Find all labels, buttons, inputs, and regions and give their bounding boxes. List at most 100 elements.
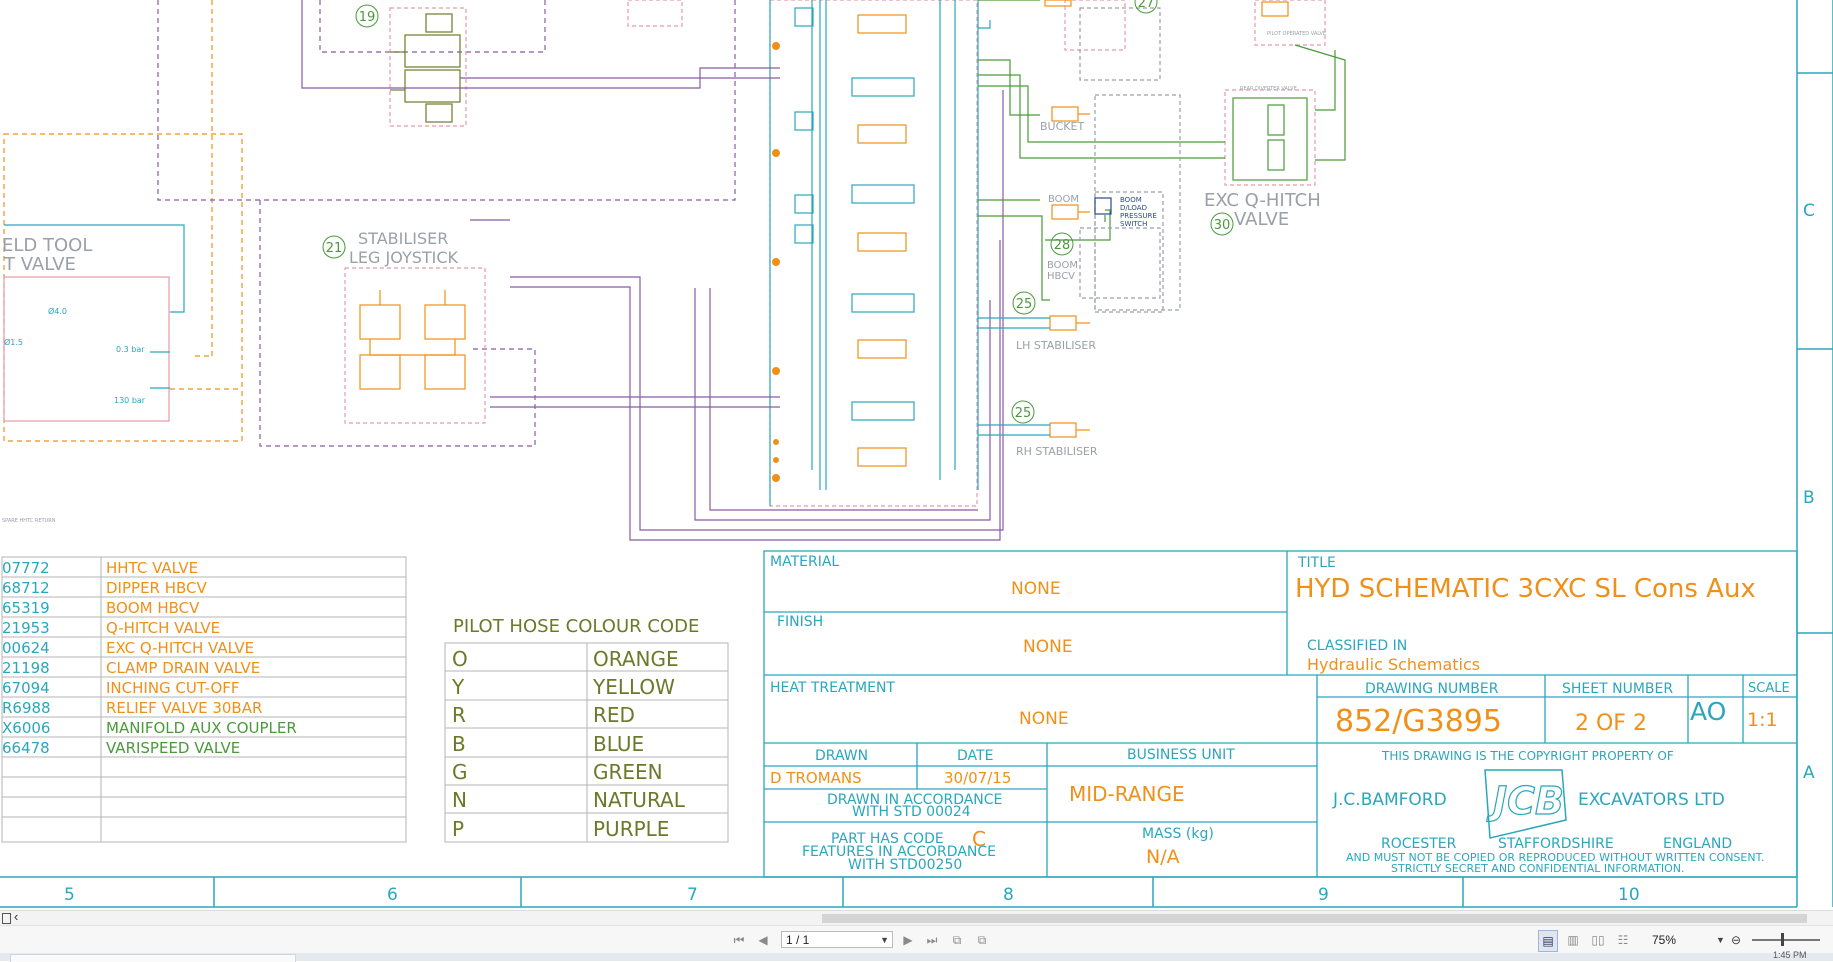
page-number-input[interactable]: 1 / 1 ▼ bbox=[781, 931, 893, 948]
boom-switch-label-1: BOOM bbox=[1120, 196, 1142, 204]
business-unit-label: BUSINESS UNIT bbox=[1127, 747, 1235, 763]
continuous-facing-icon[interactable]: ☷ bbox=[1617, 933, 1629, 947]
classified-value: Hydraulic Schematics bbox=[1307, 655, 1480, 674]
hose-colour: NATURAL bbox=[593, 788, 686, 812]
border-row-b: B bbox=[1803, 488, 1815, 508]
notice-line-1: AND MUST NOT BE COPIED OR REPRODUCED WIT… bbox=[1346, 851, 1765, 864]
part-name: BOOM HBCV bbox=[106, 599, 200, 617]
border-col-10: 10 bbox=[1618, 885, 1640, 905]
field-tool-label-2: T VALVE bbox=[3, 254, 76, 275]
date-label: DATE bbox=[957, 748, 993, 764]
horizontal-scrollbar[interactable]: ‹ bbox=[0, 909, 1833, 926]
svg-text:JCB: JCB bbox=[1486, 779, 1564, 823]
hose-code: O bbox=[452, 647, 468, 671]
first-page-icon[interactable]: ⏮ bbox=[733, 933, 745, 947]
hose-colour: YELLOW bbox=[592, 675, 675, 699]
rear-diverter-label: REAR DIVERTER VALVE bbox=[1240, 86, 1297, 92]
pilot-operated-label: PILOT OPERATED VALVE bbox=[1267, 31, 1326, 37]
scroll-left-arrow-icon[interactable]: ‹ bbox=[14, 909, 19, 924]
part-code-line-2: FEATURES IN ACCORDANCE bbox=[802, 844, 996, 860]
lh-stabiliser-label: LH STABILISER bbox=[1016, 339, 1096, 352]
hose-code: N bbox=[452, 788, 467, 812]
next-page-icon[interactable]: ▶ bbox=[903, 933, 913, 947]
prev-page-icon[interactable]: ◀ bbox=[758, 933, 768, 947]
part-number: 21953 bbox=[2, 619, 50, 637]
border-col-9: 9 bbox=[1318, 885, 1329, 905]
scale-label: SCALE bbox=[1748, 681, 1790, 696]
border-row-c: C bbox=[1803, 201, 1815, 221]
hose-colour: RED bbox=[593, 703, 635, 727]
exc-qhitch-label-2: VALVE bbox=[1234, 209, 1289, 230]
bucket-label: BUCKET bbox=[1040, 120, 1084, 133]
scale-value: 1:1 bbox=[1747, 709, 1778, 731]
part-number: 00624 bbox=[2, 639, 50, 657]
single-page-icon[interactable]: ▤ bbox=[1538, 930, 1558, 952]
mass-label: MASS (kg) bbox=[1142, 826, 1214, 842]
border-col-8: 8 bbox=[1003, 885, 1014, 905]
part-name: DIPPER HBCV bbox=[106, 579, 208, 597]
stab-joystick-label-2: LEG JOYSTICK bbox=[349, 248, 459, 267]
part-number: 65319 bbox=[2, 599, 50, 617]
border-col-5: 5 bbox=[64, 885, 75, 905]
part-name: CLAMP DRAIN VALVE bbox=[106, 659, 260, 677]
hose-colour: ORANGE bbox=[593, 647, 679, 671]
field-tool-label-1: ELD TOOL bbox=[2, 235, 92, 256]
part-code-line-3: WITH STD00250 bbox=[848, 857, 962, 873]
finish-label: FINISH bbox=[777, 614, 823, 630]
spare-return-label: SPARE HHTC RETURN bbox=[2, 518, 56, 524]
hydraulic-schematic bbox=[3, 0, 1346, 541]
company-right: EXCAVATORS LTD bbox=[1578, 790, 1725, 810]
part-name: EXC Q-HITCH VALVE bbox=[106, 639, 254, 657]
last-page-icon[interactable]: ⏭ bbox=[926, 933, 938, 947]
drawn-by-value: D TROMANS bbox=[770, 769, 862, 787]
taskbar-clock: 1:45 PM bbox=[1773, 950, 1807, 960]
component-19: 19 bbox=[359, 10, 376, 25]
parts-table bbox=[1, 556, 407, 843]
pilot-hose-title: PILOT HOSE COLOUR CODE bbox=[453, 616, 699, 637]
jcb-logo: JCB bbox=[1484, 769, 1567, 839]
facing-icon[interactable]: ▯▯ bbox=[1591, 933, 1605, 947]
hose-code: Y bbox=[451, 675, 465, 699]
hose-colour: PURPLE bbox=[593, 817, 669, 841]
address-country: ENGLAND bbox=[1663, 836, 1732, 852]
part-code-line-1: PART HAS CODE bbox=[831, 831, 944, 847]
boom-hbcv-label-1: BOOM bbox=[1047, 260, 1078, 271]
boom-hbcv-label-2: HBCV bbox=[1047, 271, 1075, 282]
previous-view-icon[interactable]: ⧉ bbox=[952, 933, 962, 947]
classified-label: CLASSIFIED IN bbox=[1307, 638, 1407, 654]
boom-switch-label-2: D/LOAD bbox=[1120, 204, 1147, 212]
zoom-slider[interactable] bbox=[1752, 939, 1820, 941]
zoom-out-icon[interactable]: ⊖ bbox=[1730, 933, 1742, 947]
zoom-dropdown-icon[interactable]: ▼ bbox=[1716, 935, 1725, 945]
pilot-hose-table bbox=[444, 642, 729, 843]
border-col-7: 7 bbox=[687, 885, 698, 905]
copyright-top: THIS DRAWING IS THE COPYRIGHT PROPERTY O… bbox=[1381, 749, 1674, 763]
mass-value: N/A bbox=[1146, 846, 1180, 868]
part-number: 07772 bbox=[2, 559, 50, 577]
zoom-level[interactable]: 75% bbox=[1652, 933, 1677, 947]
heat-treatment-value: NONE bbox=[1019, 709, 1069, 729]
boom-switch-label-4: SWITCH bbox=[1120, 220, 1147, 228]
continuous-icon[interactable]: ▥ bbox=[1567, 933, 1579, 947]
next-view-icon[interactable]: ⧉ bbox=[977, 933, 987, 947]
part-number: 68712 bbox=[2, 579, 50, 597]
drawing-number-value: 852/G3895 bbox=[1335, 704, 1502, 739]
accordance-line-1: DRAWN IN ACCORDANCE bbox=[827, 792, 1002, 808]
zoom-slider-thumb[interactable] bbox=[1781, 933, 1784, 946]
page-dropdown-icon[interactable]: ▼ bbox=[880, 935, 889, 945]
component-25-rh: 25 bbox=[1015, 406, 1032, 421]
part-name: HHTC VALVE bbox=[106, 559, 198, 577]
drawing-title: HYD SCHEMATIC 3CXC SL Cons Aux bbox=[1295, 574, 1756, 604]
component-21: 21 bbox=[326, 241, 343, 256]
scrollbar-thumb[interactable] bbox=[822, 914, 1807, 923]
drawing-number-label: DRAWING NUMBER bbox=[1365, 681, 1499, 697]
part-name: VARISPEED VALVE bbox=[106, 739, 240, 757]
part-number: 21198 bbox=[2, 659, 50, 677]
title-label: TITLE bbox=[1297, 555, 1336, 571]
stab-joystick-label-1: STABILISER bbox=[358, 229, 448, 248]
hose-code: P bbox=[452, 817, 464, 841]
taskbar-active-item[interactable] bbox=[10, 954, 296, 962]
schematic-drawing[interactable]: 5 6 7 8 9 10 C B A bbox=[0, 0, 1833, 910]
part-name: Q-HITCH VALVE bbox=[106, 619, 220, 637]
border-col-6: 6 bbox=[387, 885, 398, 905]
